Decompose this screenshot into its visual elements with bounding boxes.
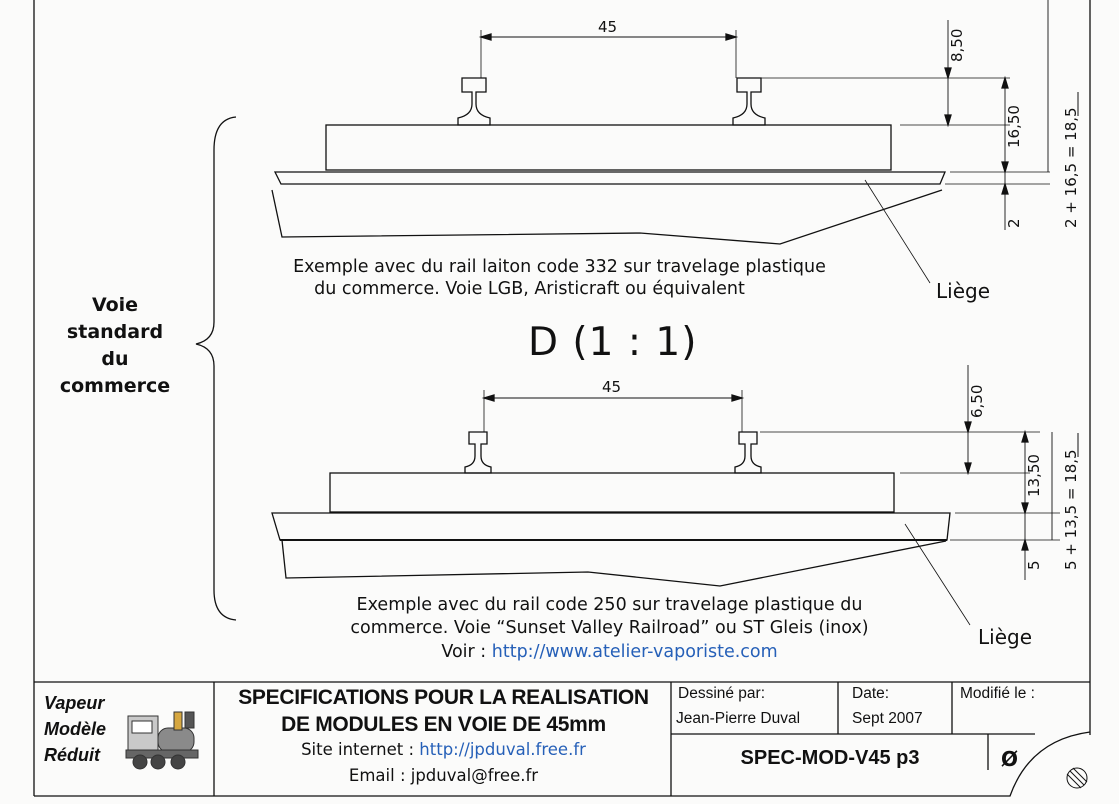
top-height-arrows xyxy=(1001,75,1009,195)
revision-value: Ø xyxy=(1001,747,1019,771)
title-line2: DE MODULES EN VOIE DE 45mm xyxy=(281,713,606,736)
logo-line: Modèle xyxy=(44,719,107,739)
bottom-link-line: Voir : http://www.atelier-vaporiste.com xyxy=(50,641,1119,664)
atelier-link[interactable]: http://www.atelier-vaporiste.com xyxy=(491,642,778,662)
bottom-gauge-label: 45 xyxy=(602,378,622,396)
site-line: Site internet : http://jpduval.free.fr xyxy=(216,740,671,759)
top-rail-left xyxy=(457,77,491,126)
top-gauge-label: 45 xyxy=(598,18,618,36)
bottom-cork-label: 5 xyxy=(1025,560,1043,570)
top-caption-line2: du commerce. Voie LGB, Aristicraft ou éq… xyxy=(314,279,745,299)
projection-symbol-icon xyxy=(1066,767,1088,789)
top-tie xyxy=(325,124,892,171)
bottom-tie-height-label: 13,50 xyxy=(1025,454,1043,497)
side-label-line: commerce xyxy=(59,375,171,397)
top-cork-label: 2 xyxy=(1005,218,1023,228)
logo-line: Vapeur xyxy=(44,693,105,713)
email-value[interactable]: jpduval@free.fr xyxy=(410,766,539,785)
bottom-caption-line2: commerce. Voie “Sunset Valley Railroad” … xyxy=(350,618,869,638)
top-cork-strip xyxy=(273,171,946,185)
title-line1: SPECIFICATIONS POUR LA REALISATION xyxy=(238,686,649,709)
title-block-bottom-line xyxy=(34,731,1091,797)
bottom-liege-label: Liège xyxy=(978,625,1033,649)
side-label-line: standard xyxy=(66,321,164,343)
email-line: Email : jpduval@free.fr xyxy=(216,766,671,785)
top-rail-right xyxy=(732,77,766,126)
top-total-label: 2 + 16,5 = 18,5 xyxy=(1062,107,1080,228)
top-rail-height-label: 8,50 xyxy=(948,29,966,62)
site-link[interactable]: http://jpduval.free.fr xyxy=(419,740,586,759)
scale-title: D (1 : 1) xyxy=(528,320,698,365)
bottom-rail-height-arrows xyxy=(964,421,972,476)
logo-text: Vapeur Modèle Réduit xyxy=(44,690,106,768)
email-label: Email : xyxy=(348,766,411,785)
bottom-height-arrows xyxy=(1021,429,1029,551)
top-rail-height-arrows xyxy=(944,67,952,128)
side-brace xyxy=(195,116,237,621)
side-label-line: du xyxy=(101,348,129,370)
bottom-gauge-arrows xyxy=(481,394,745,402)
bottom-track-profile xyxy=(271,365,1060,626)
logo-line: Réduit xyxy=(44,745,100,765)
link-prefix: Voir : xyxy=(441,642,492,662)
top-caption-line1: Exemple avec du rail laiton code 332 sur… xyxy=(293,257,826,277)
top-gauge-arrows xyxy=(478,33,739,41)
bottom-caption-line1: Exemple avec du rail code 250 sur travel… xyxy=(356,595,863,615)
bottom-rail-left xyxy=(464,431,492,474)
top-liege-leader xyxy=(864,179,931,284)
bottom-ballast-base xyxy=(281,539,947,587)
bottom-liege-leader xyxy=(904,523,971,626)
top-liege-label: Liège xyxy=(936,279,991,303)
modified-label: Modifié le : xyxy=(960,685,1035,702)
document-title: SPECIFICATIONS POUR LA REALISATION DE MO… xyxy=(216,684,671,738)
drawn-by-label: Dessiné par: xyxy=(678,685,766,702)
site-label: Site internet : xyxy=(301,740,420,759)
document-code: SPEC-MOD-V45 p3 xyxy=(740,747,920,769)
bottom-total-label: 5 + 13,5 = 18,5 xyxy=(1062,449,1080,570)
locomotive-logo xyxy=(125,711,199,770)
bottom-cork-strip xyxy=(271,512,951,541)
side-label: Voie standard du commerce xyxy=(40,292,190,400)
top-tie-height-label: 16,50 xyxy=(1005,105,1023,148)
side-label-line: Voie xyxy=(91,294,139,316)
bottom-rail-height-label: 6,50 xyxy=(968,385,986,418)
date-value: Sept 2007 xyxy=(852,710,923,727)
drawn-by-value: Jean-Pierre Duval xyxy=(676,710,801,727)
bottom-rail-right xyxy=(734,431,762,474)
top-track-profile xyxy=(195,0,1050,621)
bottom-tie xyxy=(329,472,895,513)
date-label: Date: xyxy=(852,685,890,702)
top-ballast-base xyxy=(271,189,943,245)
